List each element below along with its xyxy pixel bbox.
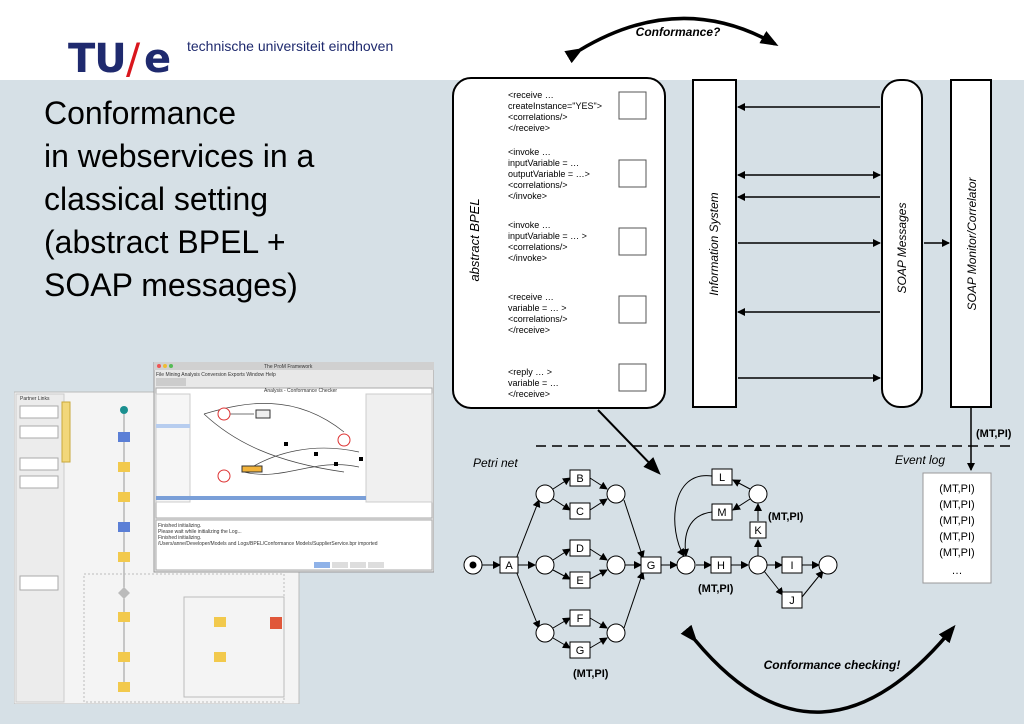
bpel-line: </invoke> — [508, 191, 547, 201]
bpel-to-petri-arrow — [597, 409, 661, 475]
petri-transitions — [499, 468, 803, 659]
status-line: Finished initializing. — [158, 535, 201, 541]
transition-d: D — [576, 543, 584, 555]
conformance-question: Conformance? — [636, 25, 721, 39]
title-line: classical setting — [44, 181, 269, 217]
slide-title: Conformance in webservices in a classica… — [44, 92, 314, 307]
soap-messages-label: SOAP Messages — [895, 203, 909, 294]
panel-title: Partner Links — [20, 396, 50, 402]
bpel-snippet-1: <receive … createInstance="YES"> <correl… — [508, 90, 602, 133]
bpel-snippet-4: <receive … variable = … > <correlations/… — [508, 292, 568, 335]
bpel-line: outputVariable = …> — [508, 169, 590, 179]
logo-slash: / — [126, 34, 141, 83]
logo-e: e — [144, 36, 172, 82]
event-log-box — [922, 472, 992, 584]
event-log-entry: (MT,PI) — [939, 483, 974, 495]
status-line: /Users/anne/Developer/Models and Logs/BP… — [158, 541, 378, 547]
university-name: technische universiteit eindhoven — [187, 38, 394, 54]
event-log-entry: (MT,PI) — [939, 499, 974, 511]
prom-screenshot-graphic: Partner Links The ProM Framework File Mi… — [14, 362, 434, 704]
transition-c: C — [576, 506, 584, 518]
bpel-line: </invoke> — [508, 253, 547, 263]
window-title: The ProM Framework — [264, 364, 313, 370]
abstract-bpel-box — [452, 77, 666, 409]
petri-arcs — [482, 475, 824, 649]
bpel-line: </receive> — [508, 389, 550, 399]
soap-monitor-label: SOAP Monitor/Correlator — [965, 177, 979, 311]
event-log-entry: (MT,PI) — [939, 531, 974, 543]
bpel-line: variable = … — [508, 378, 559, 388]
bpel-line: <invoke … — [508, 147, 551, 157]
bpel-line: createInstance="YES"> — [508, 101, 602, 111]
transition-l: L — [719, 472, 725, 484]
petri-net-label: Petri net — [473, 456, 518, 470]
title-line: Conformance — [44, 95, 237, 131]
event-log-entry: (MT,PI) — [939, 547, 974, 559]
bpel-line: <invoke … — [508, 220, 551, 230]
conformance-arrow — [564, 16, 779, 64]
event-log-label: Event log — [895, 453, 945, 467]
information-system-label: Information System — [707, 192, 721, 295]
transition-a: A — [505, 560, 513, 572]
mt-pi-monitor-label: (MT,PI) — [976, 428, 1012, 440]
bpel-line: <correlations/> — [508, 180, 568, 190]
header-bar: TU / e technische universiteit eindhoven — [0, 0, 1024, 83]
bpel-line: <correlations/> — [508, 314, 568, 324]
information-system-box — [692, 79, 737, 408]
bpel-line: inputVariable = … > — [508, 231, 587, 241]
mt-pi-g-label: (MT,PI) — [573, 668, 609, 680]
bpel-snippet-3: <invoke … inputVariable = … > <correlati… — [508, 220, 587, 263]
conformance-checking-arrow — [680, 624, 956, 714]
transition-j: J — [789, 595, 795, 607]
bpel-line: variable = … > — [508, 303, 567, 313]
menu-bar: File Mining Analysis Conversion Exports … — [156, 372, 276, 378]
conformance-checking-label: Conformance checking! — [764, 658, 901, 672]
bpel-line: <receive … — [508, 292, 554, 302]
status-line: Please wait while initializing the Log..… — [158, 529, 242, 535]
title-line: SOAP messages) — [44, 267, 298, 303]
soap-monitor-box — [950, 79, 992, 408]
bpel-snippet-2: <invoke … inputVariable = … outputVariab… — [508, 147, 590, 201]
transition-h: H — [717, 560, 725, 572]
event-log-entry: … — [952, 565, 963, 577]
bpel-line: <correlations/> — [508, 112, 568, 122]
transition-g-lower: G — [576, 645, 585, 657]
inner-window-title: Analysis - Conformance Checker — [264, 388, 337, 394]
bpel-line: inputVariable = … — [508, 158, 579, 168]
transition-i: I — [790, 560, 793, 572]
transition-m: M — [717, 507, 726, 519]
bpel-line: <correlations/> — [508, 242, 568, 252]
bpel-line: </receive> — [508, 325, 550, 335]
transition-k: K — [754, 525, 762, 537]
transition-b: B — [576, 473, 583, 485]
mt-pi-k-label: (MT,PI) — [768, 511, 804, 523]
prom-screenshot: Partner Links The ProM Framework File Mi… — [14, 362, 434, 704]
transition-g: G — [647, 560, 656, 572]
soap-messages-box — [881, 79, 923, 408]
bpel-line: <reply … > — [508, 367, 552, 377]
bpel-line: </receive> — [508, 123, 550, 133]
start-token — [469, 561, 477, 569]
event-log-entry: (MT,PI) — [939, 515, 974, 527]
transition-f: F — [577, 613, 584, 625]
title-line: in webservices in a — [44, 138, 315, 174]
bpel-snippet-5: <reply … > variable = … </receive> — [508, 367, 559, 399]
status-line: Finished initializing. — [158, 523, 201, 529]
logo-tu: TU — [68, 36, 127, 82]
title-line: (abstract BPEL + — [44, 224, 286, 260]
bpel-line: <receive … — [508, 90, 554, 100]
bpel-ports — [618, 91, 647, 392]
mt-pi-h-label: (MT,PI) — [698, 583, 734, 595]
transition-e: E — [576, 575, 583, 587]
abstract-bpel-label: abstract BPEL — [467, 198, 482, 281]
